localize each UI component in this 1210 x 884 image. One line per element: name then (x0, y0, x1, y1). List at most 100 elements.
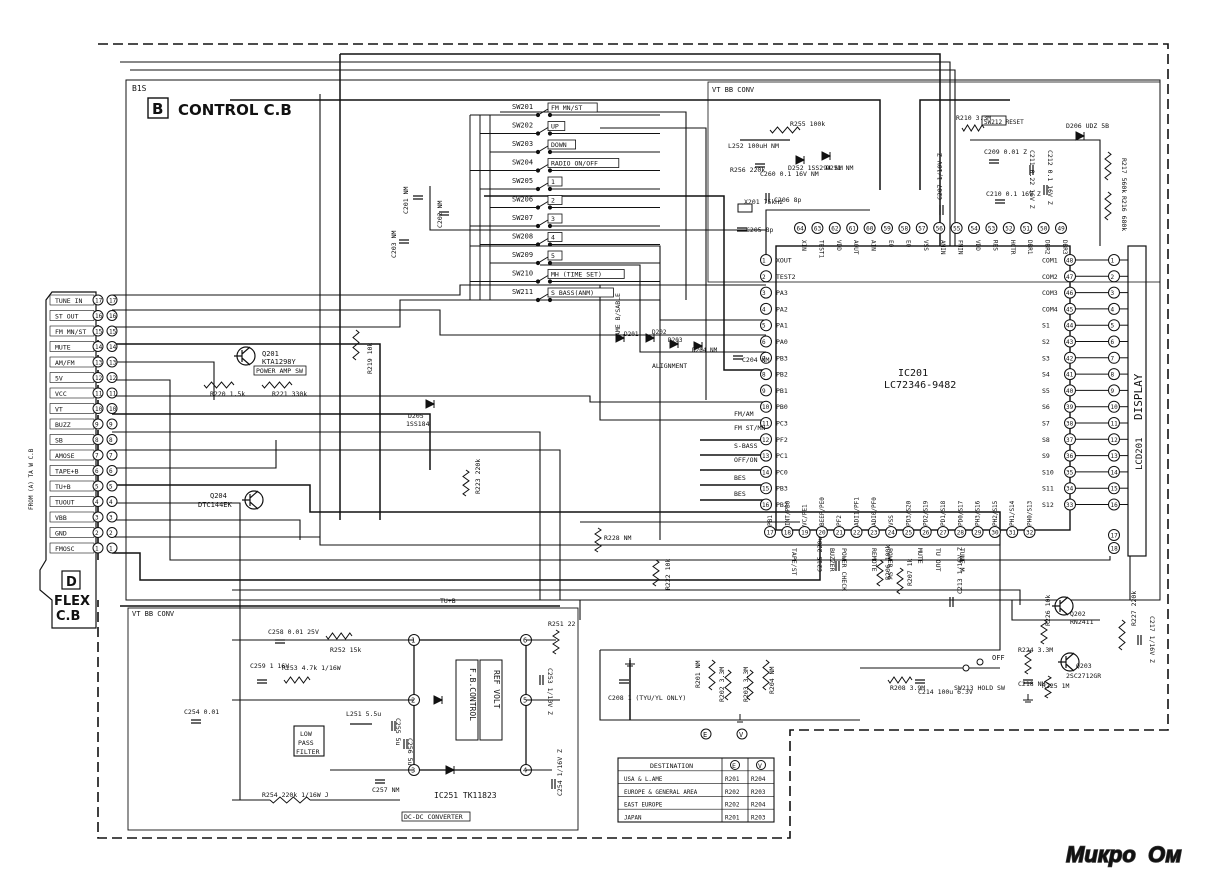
d204-label: D204 NM (692, 347, 718, 354)
switch-dot (547, 131, 553, 136)
c204-cap (733, 355, 743, 360)
dest-header-e-circle (730, 760, 740, 770)
ic-right-pin (1064, 417, 1076, 429)
connector-pin-label: AM/FM (55, 359, 75, 367)
r204-resistor (762, 659, 770, 691)
r254-label: R254 220k 1/16W J (262, 791, 329, 799)
q202-part: RN2411 (1070, 618, 1094, 626)
connector-pin-number-left: 3 (95, 515, 99, 522)
wire-trace (130, 69, 956, 246)
ic-right-pin (1064, 400, 1076, 413)
d201-diode (615, 333, 626, 343)
c217-cap (1137, 635, 1142, 645)
switch-ref: SW210 (512, 270, 533, 278)
wire-trace (765, 209, 870, 260)
c212-label: C212 0.1 16V Z (1046, 150, 1054, 205)
r223-resistor (462, 469, 470, 497)
ic-right-pin-label: S4 (1042, 371, 1050, 379)
r206-resistor (876, 559, 884, 587)
ic-top-pin-label: AMIN (939, 240, 946, 255)
switch-dot (535, 297, 541, 303)
ic-top-pin (985, 222, 998, 234)
ic-right-pin-number: 40 (1066, 388, 1074, 395)
connector-pin-left (92, 325, 104, 337)
ic-left-pin (760, 400, 772, 413)
c259-label: C259 1 16V (250, 662, 289, 670)
ic-bottom-signal-label: TUNE M (958, 548, 966, 572)
ic-bottom-pin-label: VC/PE1 (802, 504, 809, 526)
ic-bottom-pin-label: VSS (888, 515, 895, 526)
ic-top-pin-label: DBR2 (1044, 240, 1051, 255)
display-pin (1108, 400, 1120, 413)
r202-resistor (724, 669, 732, 701)
ic-right-pin (1064, 384, 1076, 397)
ic-left-pin-label: PB0 (776, 403, 788, 411)
ic-left-pin (760, 417, 772, 429)
connector-pin-number-right: 14 (109, 344, 117, 351)
connector-pin-number-left: 7 (95, 453, 99, 460)
ic-right-pin (1064, 433, 1076, 446)
d203-diode (669, 339, 680, 349)
dcdc-diode (445, 765, 456, 775)
dest-marker-v-label: V (739, 731, 744, 739)
ic-bottom-pin-label: ADI0/PF0 (871, 497, 878, 526)
c203-label: C203 NM (390, 231, 398, 258)
c257-cap (375, 779, 385, 784)
wire-trace (112, 413, 431, 470)
q202-ref: Q202 (1070, 610, 1086, 618)
connector-pin-right (106, 356, 118, 368)
wire-trace (112, 361, 215, 400)
ic-left-signal-label: S-BASS (734, 442, 758, 450)
display-pin (1108, 335, 1120, 348)
ic-top-pin-number: 64 (797, 226, 805, 233)
sw212-label: SW212 RESET (984, 119, 1024, 126)
connector-pin-number-right: 4 (109, 499, 113, 506)
connector-pin-label: MUTE (55, 344, 71, 352)
display-pin-number: 5 (1111, 323, 1115, 330)
c214-cap (915, 679, 925, 684)
r251-resistor (552, 629, 560, 655)
connector-pin-right (106, 372, 118, 383)
switch-ref: SW202 (512, 122, 533, 130)
ic-bottom-signal-label: BUZZER (828, 548, 836, 572)
ic-left-signal-label: BES (734, 490, 746, 498)
ic-top-pin (1037, 222, 1050, 234)
ic-bottom-pin-number: 30 (991, 530, 999, 537)
ic-right-pin-label: COM1 (1042, 257, 1058, 265)
c256-label: C256 5u (406, 738, 414, 765)
d202-label: D202 (652, 329, 667, 336)
switch-ref: SW204 (512, 159, 533, 167)
ic-right-pin (1064, 254, 1076, 266)
ic-top-pin-number: 51 (1023, 226, 1031, 233)
switch-dot (547, 186, 553, 192)
ic-left-pin-number: 14 (762, 469, 770, 476)
display-pin (1108, 449, 1120, 462)
ic-right-pin-label: S11 (1042, 485, 1054, 493)
ic-right-pin-label: S12 (1042, 501, 1054, 509)
ic-bottom-pin-label: BEEP/PE0 (819, 497, 826, 526)
ic-bottom-pin-number: 31 (1009, 530, 1017, 537)
ic-bottom-pin-number: 18 (784, 530, 792, 537)
switch-function: FM MN/ST (551, 104, 582, 112)
game-b-label: GAME B/SABLE (614, 293, 622, 340)
ic-right-pin-number: 46 (1066, 290, 1074, 297)
q201-transistor (234, 346, 256, 366)
l252-label: L252 100uH NM (728, 142, 779, 150)
connector-pin-right (106, 480, 118, 492)
r220-resistor (203, 381, 235, 389)
ic-right-pin-label: S7 (1042, 420, 1050, 428)
ic-right-pin-number: 42 (1066, 355, 1074, 362)
ic-right-pin-number: 39 (1066, 404, 1074, 411)
ic-top-pin-label: DBR1 (1026, 240, 1033, 255)
ground-symbol (735, 714, 745, 723)
display-pin (1108, 465, 1120, 478)
ic-left-pin-label: PB3 (776, 354, 788, 362)
ic-bottom-signal-label: REMOTE (870, 548, 878, 572)
connector-pin-number-right: 8 (109, 437, 113, 444)
connector-pin-right (106, 449, 118, 461)
c215-label: C215 220u (816, 537, 824, 572)
switch-dot (535, 242, 541, 247)
ic-bottom-signal-label: POWER SW (886, 548, 894, 579)
switch-dot (547, 205, 553, 210)
switch-dot (547, 149, 553, 155)
